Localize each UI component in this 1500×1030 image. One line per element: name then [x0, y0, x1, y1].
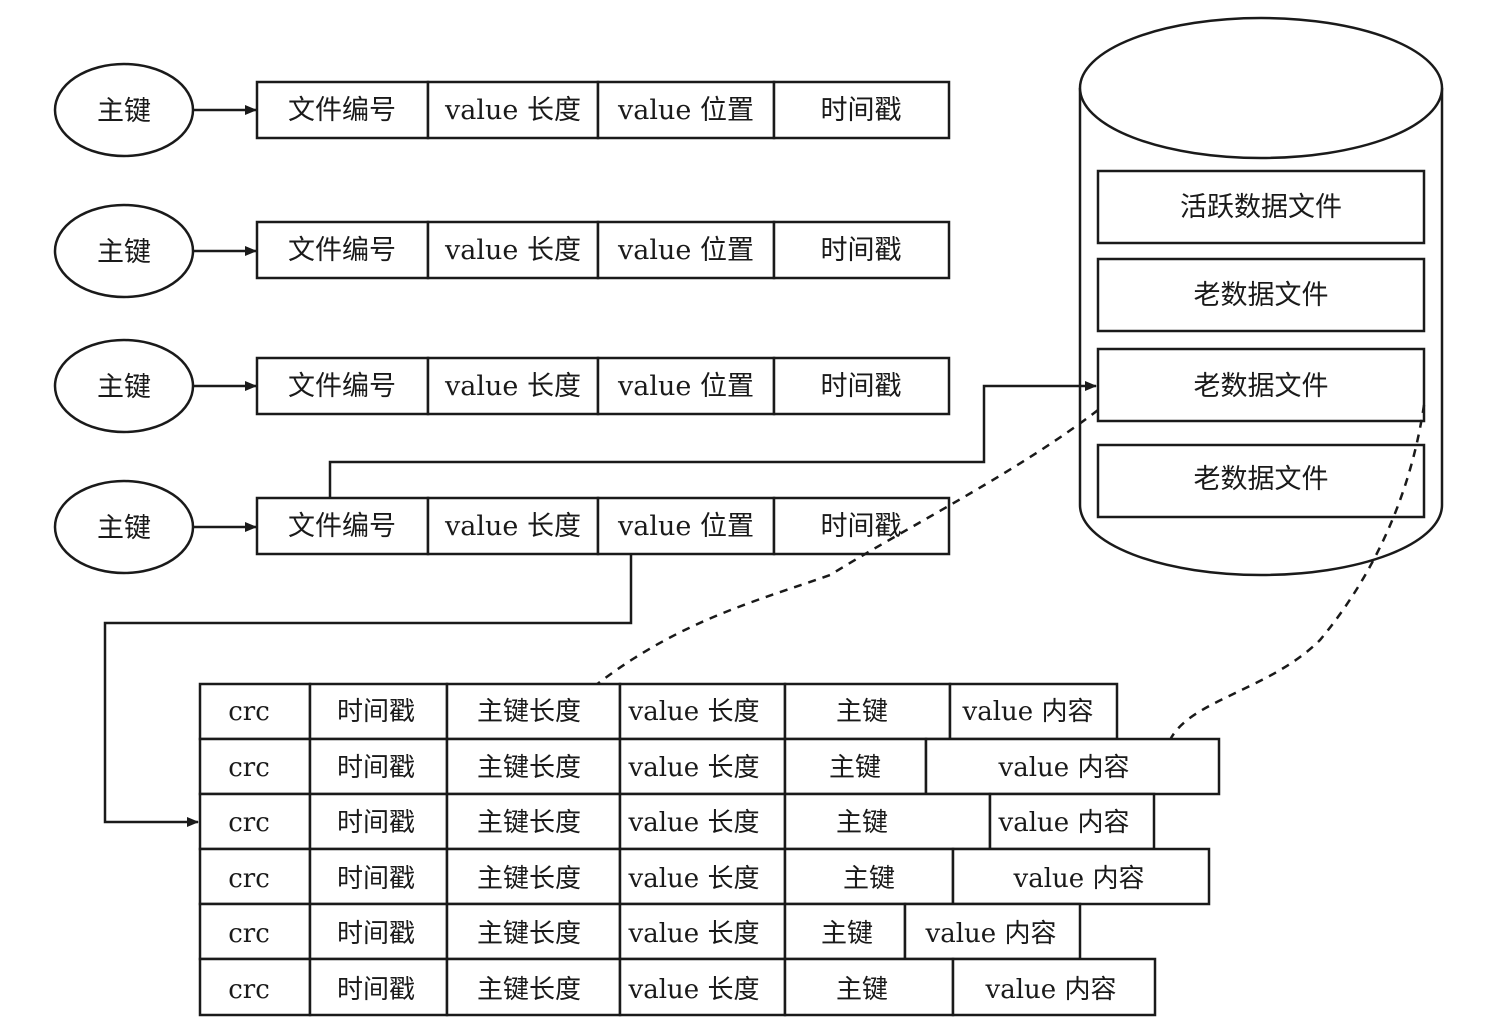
record-field-label: 主键: [843, 864, 895, 894]
record-row: crc 时间戳 主键长度 value 长度 主键 value 内容: [198, 847, 1211, 906]
old-data-file: [1096, 347, 1426, 423]
field-label: 文件编号: [288, 95, 396, 126]
field-label: value 长度: [444, 235, 581, 266]
field-label: 文件编号: [288, 371, 396, 402]
record-field-label: value 内容: [998, 808, 1130, 838]
cylinder-top: [1078, 16, 1444, 160]
field-label: value 长度: [444, 511, 581, 542]
record-field-label: value 长度: [628, 919, 760, 949]
record-field-label: value 长度: [628, 808, 760, 838]
record-field-label: crc: [228, 975, 270, 1005]
field-label: 时间戳: [821, 95, 902, 126]
file-id-to-data-file-arrow: [328, 381, 1097, 498]
value-size-cell: [426, 496, 600, 556]
record-field-label: 时间戳: [337, 919, 415, 949]
file-id-cell: [255, 496, 430, 556]
record-field-label: 时间戳: [337, 697, 415, 727]
record-row: crc 时间戳 主键长度 value 长度 主键 value 内容: [198, 682, 1119, 741]
record-row: crc 时间戳 主键长度 value 长度 主键 value 内容: [198, 957, 1157, 1017]
record-field-label: value 内容: [962, 697, 1094, 727]
field-label: 文件编号: [288, 235, 396, 266]
record-field-label: 主键: [829, 753, 881, 783]
database-cylinder: 活跃数据文件 老数据文件 老数据文件 老数据文件: [1078, 16, 1444, 577]
old-data-file: [1096, 257, 1426, 333]
record-row: crc 时间戳 主键长度 value 长度 主键 value 内容: [198, 902, 1082, 961]
key-label: 主键: [97, 237, 151, 268]
index-entry: 主键 文件编号 value 长度 value 位置 时间戳: [53, 203, 951, 299]
field-label: value 位置: [617, 235, 754, 266]
record-field-label: 主键长度: [477, 753, 581, 783]
field-label: value 长度: [444, 95, 581, 126]
timestamp-cell: [772, 220, 951, 280]
value-size-cell: [426, 220, 600, 280]
record-field-label: 主键长度: [477, 919, 581, 949]
field-label: 时间戳: [821, 235, 902, 266]
index-entry: 主键 文件编号 value 长度 value 位置 时间戳: [53, 479, 951, 575]
record-row: crc 时间戳 主键长度 value 长度 主键 value 内容: [198, 737, 1221, 796]
key-label: 主键: [97, 96, 151, 127]
field-label: value 长度: [444, 371, 581, 402]
value-pos-cell: [596, 356, 776, 416]
record-field-label: value 内容: [1013, 864, 1145, 894]
record-field-label: crc: [228, 697, 270, 727]
data-file-label: 老数据文件: [1194, 280, 1329, 311]
value-pos-cell: [596, 80, 776, 140]
file-id-cell: [255, 356, 430, 416]
record-field-label: 主键长度: [477, 864, 581, 894]
field-label: value 位置: [617, 371, 754, 402]
record-field-label: 主键: [821, 919, 873, 949]
zoom-dashed-line-left: [595, 409, 1099, 686]
record-field-label: value 内容: [925, 919, 1057, 949]
field-label: value 位置: [617, 95, 754, 126]
value-size-cell: [426, 356, 600, 416]
value-size-cell: [426, 80, 600, 140]
record-field-label: 主键: [836, 808, 888, 838]
data-file-label: 活跃数据文件: [1180, 192, 1342, 223]
record-field-label: value 长度: [628, 975, 760, 1005]
data-file-label: 老数据文件: [1194, 371, 1329, 402]
value-pos-cell: [596, 220, 776, 280]
record-field-label: 主键长度: [477, 808, 581, 838]
record-field-label: crc: [228, 919, 270, 949]
record-field-label: value 内容: [985, 975, 1117, 1005]
record-field-label: crc: [228, 808, 270, 838]
field-label: value 位置: [617, 511, 754, 542]
zoom-dashed-line-right: [1168, 404, 1426, 741]
key-label: 主键: [97, 513, 151, 544]
record-field-label: value 长度: [628, 864, 760, 894]
record-field-label: 时间戳: [337, 753, 415, 783]
key-label: 主键: [97, 372, 151, 403]
record-row: crc 时间戳 主键长度 value 长度 主键 value 内容: [198, 792, 1156, 851]
index-entry: 主键 文件编号 value 长度 value 位置 时间戳: [53, 62, 951, 158]
field-label: 时间戳: [821, 371, 902, 402]
field-label: 文件编号: [288, 511, 396, 542]
timestamp-cell: [772, 496, 951, 556]
timestamp-cell: [772, 80, 951, 140]
index-entry: 主键 文件编号 value 长度 value 位置 时间戳: [53, 338, 951, 434]
value-pos-cell: [596, 496, 776, 556]
data-file-label: 老数据文件: [1194, 464, 1329, 495]
old-data-file: [1096, 443, 1426, 519]
record-field-label: crc: [228, 753, 270, 783]
record-field-label: 主键: [836, 697, 888, 727]
record-field-label: value 内容: [998, 753, 1130, 783]
record-field-label: crc: [228, 864, 270, 894]
record-field-label: 主键: [836, 975, 888, 1005]
record-field-label: 主键长度: [477, 975, 581, 1005]
record-field-label: 主键长度: [477, 697, 581, 727]
record-field-label: value 长度: [628, 753, 760, 783]
active-data-file: [1096, 169, 1426, 245]
record-field-label: 时间戳: [337, 975, 415, 1005]
record-field-label: value 长度: [628, 697, 760, 727]
value-pos-to-record-arrow: [103, 554, 633, 827]
file-id-cell: [255, 80, 430, 140]
record-field-label: 时间戳: [337, 808, 415, 838]
timestamp-cell: [772, 356, 951, 416]
record-field-label: 时间戳: [337, 864, 415, 894]
field-label: 时间戳: [821, 511, 902, 542]
